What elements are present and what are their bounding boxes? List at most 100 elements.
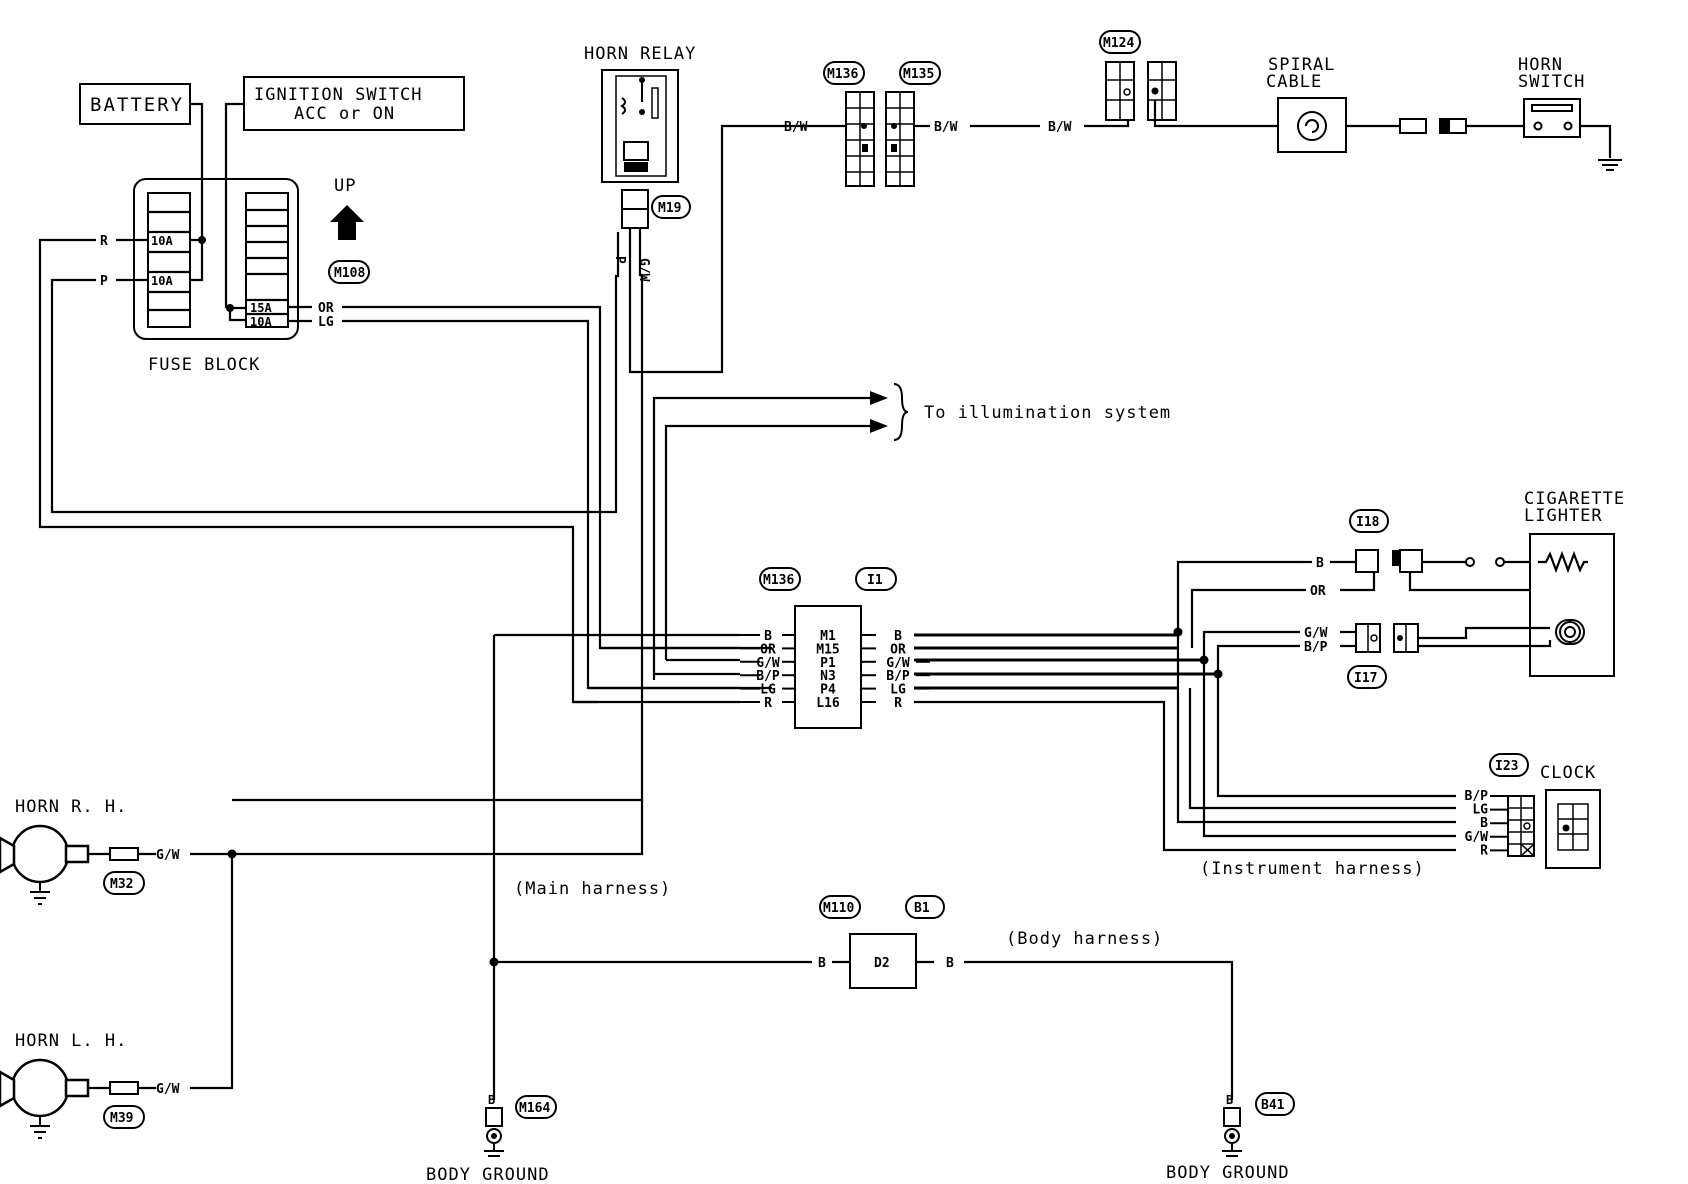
svg-text:HORN R. H.: HORN R. H. <box>15 797 127 817</box>
junction-row: LG P4 LG <box>740 683 930 698</box>
wire-label: G/W <box>1304 626 1328 641</box>
pin: N3 <box>820 669 836 684</box>
fuse-label: 10A <box>250 315 272 329</box>
svg-text:IGNITION SWITCH: IGNITION SWITCH <box>254 85 423 105</box>
svg-text:UP: UP <box>334 176 356 196</box>
wire-label: OR <box>1310 584 1326 599</box>
svg-text:HORN RELAY: HORN RELAY <box>584 44 696 64</box>
horn-switch: HORN SWITCH <box>1518 55 1585 138</box>
clock-wire-label: R <box>1480 843 1488 858</box>
horn-relay: HORN RELAY <box>584 44 696 183</box>
wire-label: LG <box>318 315 334 330</box>
svg-text:B: B <box>1226 1093 1233 1107</box>
horn-lh: HORN L. H. <box>0 1031 127 1139</box>
svg-text:HORN L. H.: HORN L. H. <box>15 1031 127 1051</box>
svg-text:M19: M19 <box>658 201 681 216</box>
wire-label: B/W <box>1048 120 1072 135</box>
pin: L16 <box>816 696 840 711</box>
connector-m136-mid: M136 <box>759 567 801 591</box>
spiral-cable: SPIRAL CABLE <box>1266 55 1347 153</box>
connector-i1: I1 <box>855 567 897 591</box>
clock-wire-label: G/W <box>1465 830 1489 845</box>
svg-text:M110: M110 <box>823 901 854 916</box>
body-harness-label: (Body harness) <box>1006 929 1163 949</box>
wire-label: D2 <box>874 956 890 971</box>
svg-text:BODY GROUND: BODY GROUND <box>426 1165 550 1184</box>
connector-m124: M124 <box>1099 30 1177 121</box>
svg-text:BATTERY: BATTERY <box>90 94 184 116</box>
junction-row: B/P N3 B/P <box>740 669 930 684</box>
svg-text:B1: B1 <box>914 901 930 916</box>
battery: BATTERY <box>79 83 191 125</box>
wire-label: B <box>818 956 826 971</box>
svg-text:M136: M136 <box>763 573 794 588</box>
svg-text:ACC or ON: ACC or ON <box>294 104 395 124</box>
svg-text:M164: M164 <box>519 1101 550 1116</box>
left: LG <box>760 683 776 698</box>
svg-text:SPIRAL: SPIRAL <box>1268 55 1335 75</box>
wire-label: B/W <box>784 120 808 135</box>
wire-label: B <box>1316 556 1324 571</box>
svg-text:B: B <box>488 1093 495 1107</box>
clock-connector <box>1507 795 1535 857</box>
svg-text:M108: M108 <box>334 266 365 281</box>
pin: P4 <box>820 683 836 698</box>
right: B/P <box>886 669 910 684</box>
wire-label: P <box>100 274 108 289</box>
connector-m39: M39 <box>103 1105 145 1129</box>
svg-text:LIGHTER: LIGHTER <box>1524 506 1603 526</box>
right: LG <box>890 683 906 698</box>
connector-m19: M19 <box>621 189 691 229</box>
left: R <box>764 696 772 711</box>
ground-m164: B M164 BODY GROUND <box>426 1093 557 1184</box>
left: G/W <box>756 656 780 671</box>
instrument-harness-label: (Instrument harness) <box>1200 859 1425 879</box>
connector-i18: I18 <box>1349 509 1423 573</box>
svg-text:M39: M39 <box>110 1111 133 1126</box>
svg-text:BODY GROUND: BODY GROUND <box>1166 1163 1290 1183</box>
ignition-switch: IGNITION SWITCH ACC or ON <box>243 76 465 131</box>
connector-m135: M135 <box>885 61 941 187</box>
wire-label: B/W <box>934 120 958 135</box>
connector-m32: M32 <box>103 871 145 895</box>
svg-text:HORN: HORN <box>1518 55 1563 75</box>
wire-label: P <box>612 256 627 264</box>
right: G/W <box>886 656 910 671</box>
clock-wire-label: B/P <box>1465 789 1489 804</box>
wire-label: G/W <box>636 258 651 282</box>
svg-text:I18: I18 <box>1356 515 1380 530</box>
illumination-label: To illumination system <box>924 403 1171 423</box>
left: B <box>764 629 772 644</box>
wire-label: B <box>946 956 954 971</box>
fuse-label: 15A <box>250 301 272 315</box>
fuse-block-label: FUSE BLOCK <box>148 355 260 375</box>
junction-block <box>794 605 862 729</box>
right: OR <box>890 642 906 657</box>
wire-label: G/W <box>156 1082 180 1097</box>
svg-text:I23: I23 <box>1495 759 1518 774</box>
left: OR <box>760 642 776 657</box>
svg-text:I17: I17 <box>1354 671 1377 686</box>
connector-i17: I17 <box>1347 623 1419 689</box>
pin: M1 <box>820 629 836 644</box>
svg-text:I1: I1 <box>867 573 883 588</box>
pin: P1 <box>820 656 836 671</box>
connector-d2 <box>849 933 917 989</box>
fuse-block: 10A 10A 15A 10A FUSE BLOCK <box>133 178 299 375</box>
svg-text:M32: M32 <box>110 877 133 892</box>
connector-m110: M110 <box>819 895 861 919</box>
fuse-label: 10A <box>151 274 173 288</box>
svg-text:SWITCH: SWITCH <box>1518 72 1585 92</box>
wire-label: B/P <box>1304 640 1328 655</box>
connector-m108: M108 <box>328 260 370 284</box>
connector-i23: I23 <box>1489 753 1529 777</box>
svg-text:CIGARETTE: CIGARETTE <box>1524 489 1625 509</box>
right: R <box>894 696 902 711</box>
junction-row: R L16 R <box>740 696 930 711</box>
left: B/P <box>756 669 780 684</box>
right: B <box>894 629 902 644</box>
pin: M15 <box>816 642 839 657</box>
